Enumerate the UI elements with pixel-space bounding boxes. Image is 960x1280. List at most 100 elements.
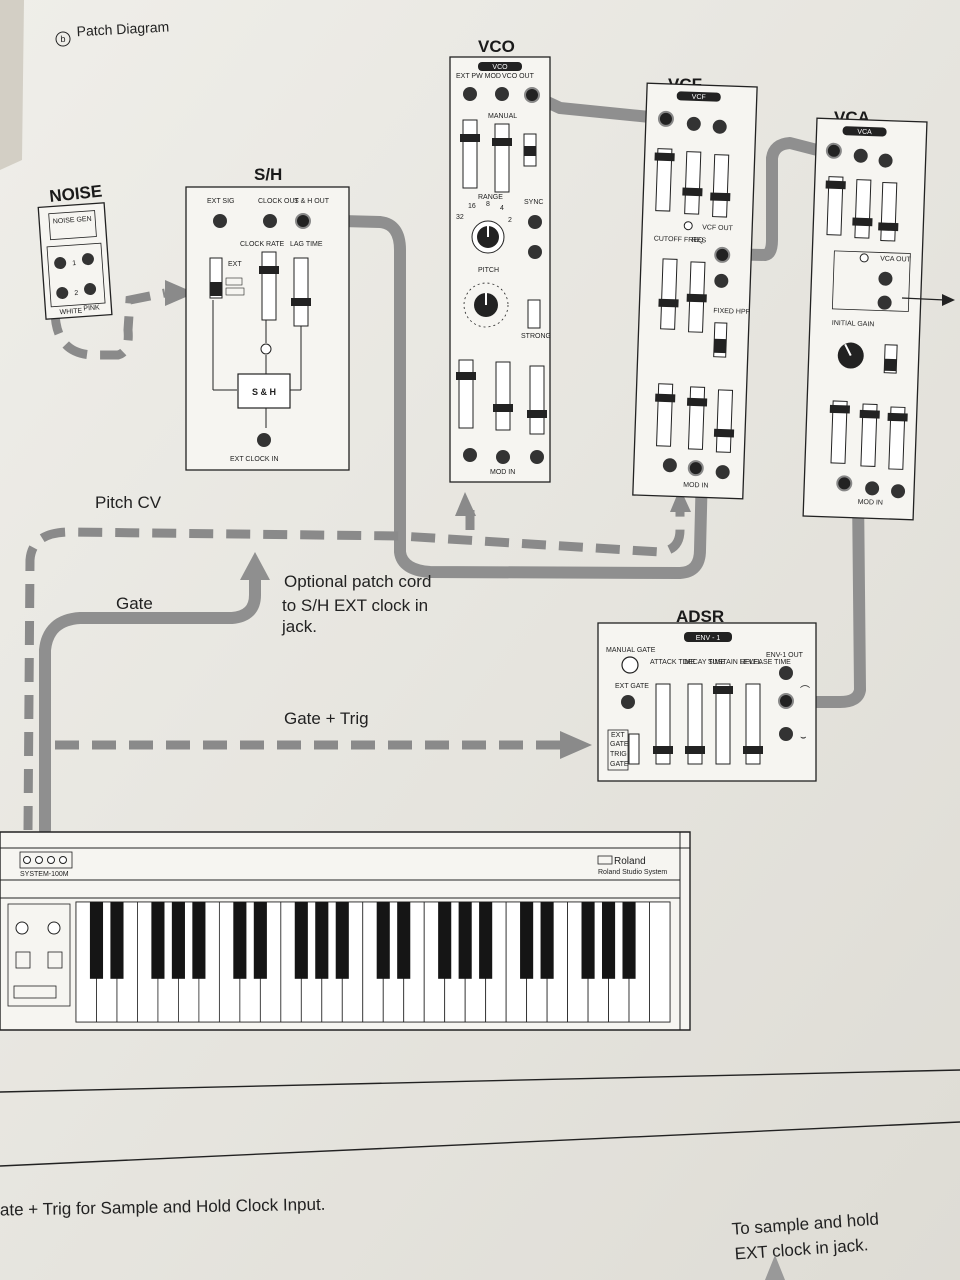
sh-out-label: S & H OUT [294,198,330,205]
adsr-decay-slider[interactable] [685,683,705,765]
sh-clock-out-jack[interactable] [263,214,277,228]
vcf-cutoff-slider[interactable] [658,258,680,330]
sh-ext-sig-jack[interactable] [213,214,227,228]
black-key[interactable] [458,902,472,979]
vca-sig-in-jack-2[interactable] [853,148,868,163]
keyboard-jack-1[interactable] [23,856,31,864]
vca-mod-slider-1[interactable] [828,400,851,464]
black-key[interactable] [151,902,165,979]
vco-pw-mod-jack[interactable] [463,87,477,101]
adsr-ext-gate-jack[interactable] [621,695,635,709]
black-key[interactable] [253,902,267,979]
black-key[interactable] [479,902,493,979]
vca-level-slider-2[interactable] [852,179,874,239]
vca-mod-in-jack-2[interactable] [865,481,880,496]
vca-out-jack-2[interactable] [877,295,892,310]
vcf-mod-in-jack-2[interactable] [687,460,704,477]
vco-mod-slider-1[interactable] [456,359,476,429]
vcf-sig-in-jack-3[interactable] [712,119,727,134]
vcf-level-slider-2[interactable] [682,151,704,215]
vco-mod-in-jack-3[interactable] [530,450,544,464]
vco-mod-in-jack-2[interactable] [496,450,510,464]
adsr-sustain-slider[interactable] [713,683,733,765]
black-key[interactable] [397,902,411,979]
vca-level-slider-3[interactable] [878,182,900,242]
adsr-manual-gate-button[interactable] [621,656,639,674]
vcf-out-label: VCF OUT [702,224,734,232]
black-key[interactable] [89,902,104,979]
adsr-attack-slider[interactable] [653,683,673,765]
noise-jack-2[interactable] [81,253,95,266]
adsr-out-jack-1[interactable] [779,666,793,680]
sh-out-jack[interactable] [295,213,311,229]
vcf-sig-in-jack-1[interactable] [657,110,674,127]
sh-ext-clock-in-jack[interactable] [257,433,271,447]
vcf-level-slider-1[interactable] [653,148,675,212]
vco-mod-slider-3[interactable] [527,365,547,435]
white-key[interactable] [649,901,671,1023]
vco-manual-slider[interactable] [492,123,512,193]
vca-sig-in-jack-3[interactable] [878,153,893,168]
adsr-mode-switch[interactable] [628,733,640,765]
section-marker-icon [55,31,71,47]
vco-sync-jack[interactable] [528,215,542,229]
vcf-mod-slider-1[interactable] [654,383,676,447]
black-key[interactable] [438,902,452,979]
black-key[interactable] [540,902,554,979]
black-key[interactable] [315,902,329,979]
noise-jack-pink[interactable] [84,283,97,296]
keyboard-knob-1[interactable] [15,921,29,935]
black-key[interactable] [233,902,247,979]
vco-sync-strength-switch[interactable] [527,299,541,329]
keyboard-switch-2[interactable] [47,951,63,969]
keyboard-jack-4[interactable] [59,856,67,864]
vcf-mod-in-jack-1[interactable] [662,458,677,473]
adsr-ext-label: EXT [611,732,625,739]
adsr-release-slider[interactable] [743,683,763,765]
keyboard-jack-3[interactable] [47,856,55,864]
black-key[interactable] [192,902,206,979]
vca-level-slider-1[interactable] [824,176,846,236]
black-key[interactable] [520,902,534,979]
black-key[interactable] [294,902,308,979]
vcf-mod-in-label: MOD IN [683,482,709,490]
noise-jack-1[interactable] [54,257,67,270]
vcf-sig-in-jack-2[interactable] [686,116,701,131]
sh-clock-rate-slider[interactable] [259,251,279,321]
noise-jack-white[interactable] [56,286,69,300]
vcf-mod-in-jack-3[interactable] [715,465,730,480]
black-key[interactable] [376,902,390,979]
vcf-out-jack-2[interactable] [714,273,729,288]
sh-lag-time-slider[interactable] [291,257,311,327]
vca-mod-slider-2[interactable] [858,403,880,467]
vco-sync-jack-2[interactable] [528,245,542,259]
vcf-mod-slider-3[interactable] [713,389,735,453]
vco-out-jack-2[interactable] [524,87,540,103]
black-key[interactable] [335,902,349,979]
vca-sig-in-jack-1[interactable] [825,142,842,159]
black-key[interactable] [110,902,124,979]
vco-mod-in-jack-1[interactable] [463,448,477,462]
vco-out-jack-1[interactable] [495,87,509,101]
black-key[interactable] [581,902,595,979]
adsr-out-jack-3[interactable] [779,727,793,741]
vcf-mod-slider-2[interactable] [685,386,708,450]
black-key[interactable] [601,902,616,979]
vcf-out-jack-1[interactable] [714,246,731,263]
black-key[interactable] [622,902,636,979]
keyboard-switch-1[interactable] [15,951,31,969]
vco-pw-slider[interactable] [460,119,480,189]
vca-mod-slider-3[interactable] [886,406,908,470]
vca-mod-in-jack-1[interactable] [836,475,853,492]
keyboard-knob-2[interactable] [47,921,61,935]
noise-pink-label: PINK [83,304,100,312]
keyboard-jack-2[interactable] [35,856,43,864]
keyboard-bender[interactable] [13,985,57,999]
vca-mod-in-jack-3[interactable] [891,484,906,499]
vca-out-jack-1[interactable] [878,271,893,286]
vcf-res-slider[interactable] [686,261,708,333]
vco-mod-slider-2[interactable] [493,361,513,431]
adsr-out-jack-2[interactable] [778,693,794,709]
vcf-level-slider-3[interactable] [710,154,732,218]
black-key[interactable] [171,902,185,979]
